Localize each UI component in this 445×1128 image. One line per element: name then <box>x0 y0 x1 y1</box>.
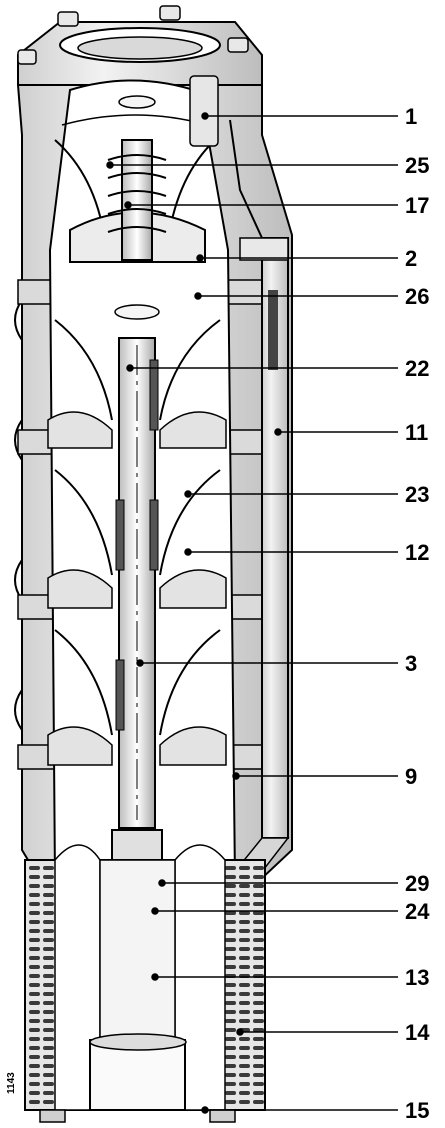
callout-12: 12 <box>405 540 429 565</box>
callout-2: 2 <box>405 246 417 271</box>
callout-15: 15 <box>405 1098 429 1123</box>
callout-26: 26 <box>405 284 429 309</box>
callout-3: 3 <box>405 651 417 676</box>
callout-11: 11 <box>405 420 428 445</box>
callout-13: 13 <box>405 965 429 990</box>
leader-lines <box>106 112 398 1114</box>
drawing-code: 1143 <box>6 1072 17 1094</box>
discharge-flange <box>17 5 263 86</box>
callout-24: 24 <box>405 899 430 924</box>
callout-23: 23 <box>405 482 429 507</box>
callout-labels: 1 25 17 2 26 22 11 23 12 3 9 29 24 13 14… <box>6 104 430 1123</box>
callout-22: 22 <box>405 356 429 381</box>
callout-29: 29 <box>405 871 429 896</box>
callout-14: 14 <box>405 1020 430 1045</box>
callout-9: 9 <box>405 764 417 789</box>
callout-1: 1 <box>405 104 417 129</box>
callout-17: 17 <box>405 193 429 218</box>
callout-25: 25 <box>405 153 429 178</box>
suction-strainer <box>24 844 266 1123</box>
